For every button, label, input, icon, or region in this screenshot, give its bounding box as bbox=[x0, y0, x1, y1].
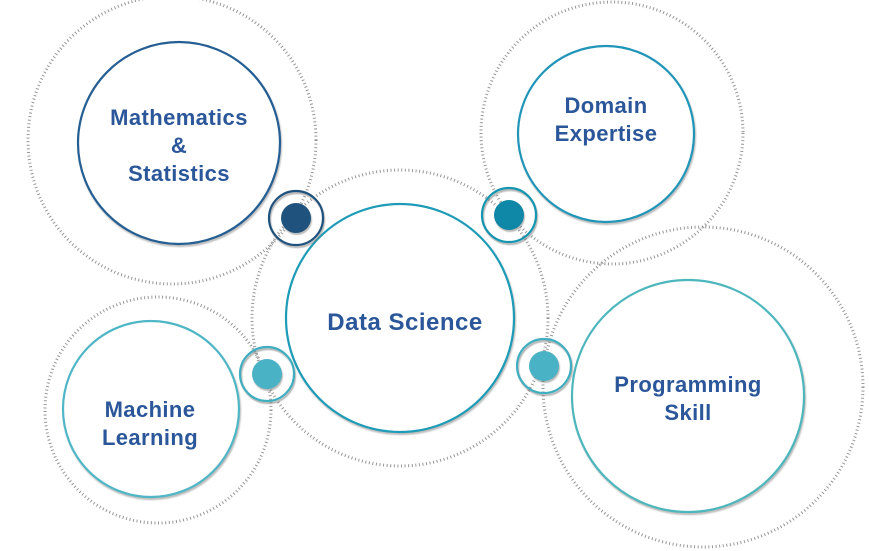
machine-learning-label-line2: Learning bbox=[102, 425, 198, 450]
machine-learning-label-line1: Machine bbox=[105, 397, 196, 422]
math-label-line2: & bbox=[171, 133, 187, 158]
programming-ds-marker-ring bbox=[515, 337, 573, 395]
dotted-rings bbox=[26, 0, 865, 549]
domain-label-line1: Domain bbox=[564, 93, 647, 118]
mathematics-circle bbox=[76, 40, 282, 246]
math-dotted-ring bbox=[26, 0, 318, 286]
programming-label-line2: Skill bbox=[664, 400, 711, 425]
domain-expertise-circle bbox=[516, 44, 696, 224]
circle-labels: Mathematics & Statistics Domain Expertis… bbox=[102, 93, 761, 450]
machine-learning-dotted-ring bbox=[43, 295, 273, 525]
programming-ds-intersection-marker bbox=[515, 337, 573, 395]
data-science-label: Data Science bbox=[327, 309, 482, 336]
domain-ds-marker-ring bbox=[480, 186, 538, 244]
domain-label-line2: Expertise bbox=[555, 121, 658, 146]
math-label-line1: Mathematics bbox=[110, 105, 248, 130]
intersection-markers bbox=[238, 186, 573, 403]
programming-ds-marker-dot bbox=[529, 351, 559, 381]
data-science-dotted-ring bbox=[250, 168, 550, 468]
programming-dotted-ring bbox=[541, 225, 865, 549]
machine-learning-circle bbox=[61, 319, 241, 499]
math-ds-marker-dot bbox=[281, 203, 311, 233]
solid-circles bbox=[61, 40, 806, 514]
math-ds-marker-ring bbox=[267, 189, 325, 247]
math-ds-intersection-marker bbox=[267, 189, 325, 247]
programming-skill-circle bbox=[570, 278, 806, 514]
math-label-line3: Statistics bbox=[128, 161, 230, 186]
data-science-circle bbox=[284, 202, 516, 434]
ml-ds-marker-ring bbox=[238, 345, 296, 403]
domain-ds-intersection-marker bbox=[480, 186, 538, 244]
programming-label-line1: Programming bbox=[614, 372, 761, 397]
domain-dotted-ring bbox=[479, 0, 745, 266]
ml-ds-intersection-marker bbox=[238, 345, 296, 403]
ml-ds-marker-dot bbox=[252, 359, 282, 389]
domain-ds-marker-dot bbox=[494, 200, 524, 230]
